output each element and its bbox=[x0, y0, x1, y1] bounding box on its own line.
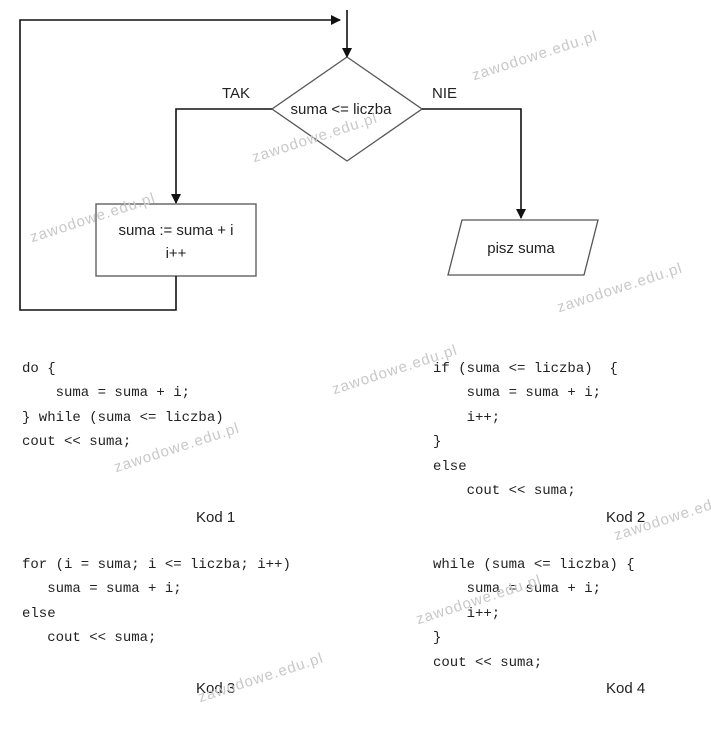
code-3-line: cout << suma; bbox=[22, 630, 157, 647]
code-1-line: cout << suma; bbox=[22, 434, 132, 451]
code-4-line: i++; bbox=[433, 605, 501, 622]
output-parallelogram bbox=[447, 219, 599, 276]
process-line-2: i++ bbox=[166, 245, 187, 262]
no-branch-arrow bbox=[422, 108, 526, 219]
code-1-line: suma = suma + i; bbox=[22, 385, 191, 402]
code-3-line: else bbox=[22, 605, 56, 622]
code-4-line: } bbox=[433, 630, 442, 647]
watermark: zawodowe.edu.pl bbox=[196, 649, 326, 707]
code-4-caption: Kod 4 bbox=[606, 680, 646, 697]
yes-branch-arrow bbox=[171, 108, 272, 204]
code-block-4: while (suma <= liczba) { suma = suma + i… bbox=[433, 553, 635, 675]
code-2-line: } bbox=[433, 434, 442, 451]
decision-diamond bbox=[270, 56, 424, 162]
decision-label: suma <= liczba bbox=[291, 101, 393, 118]
code-2-line: if (suma <= liczba) { bbox=[433, 361, 618, 377]
code-3-line: suma = suma + i; bbox=[22, 581, 182, 598]
code-4-line: cout << suma; bbox=[433, 654, 543, 671]
code-3-caption: Kod 3 bbox=[196, 680, 236, 697]
yes-label: TAK bbox=[222, 85, 250, 102]
code-1-line: } while (suma <= liczba) bbox=[22, 409, 224, 426]
output-label: pisz suma bbox=[487, 240, 555, 257]
no-label: NIE bbox=[432, 85, 457, 102]
code-2-line: i++; bbox=[433, 409, 501, 426]
process-line-1: suma := suma + i bbox=[118, 222, 233, 239]
loop-back-arrow bbox=[19, 15, 341, 311]
code-block-3: for (i = suma; i <= liczba; i++) suma = … bbox=[22, 553, 291, 651]
code-1-caption: Kod 1 bbox=[196, 509, 236, 526]
code-2-line: else bbox=[433, 458, 467, 475]
code-2-caption: Kod 2 bbox=[606, 509, 646, 526]
code-block-2: if (suma <= liczba) { suma = suma + i; i… bbox=[433, 357, 618, 503]
code-2-line: suma = suma + i; bbox=[433, 385, 602, 402]
process-box bbox=[95, 203, 257, 277]
flowchart: suma <= liczba TAK NIE suma := suma + i … bbox=[19, 10, 599, 311]
code-1-line: do { bbox=[22, 361, 56, 377]
code-2-line: cout << suma; bbox=[433, 483, 576, 500]
code-block-1: do { suma = suma + i; } while (suma <= l… bbox=[22, 357, 224, 455]
code-3-line: for (i = suma; i <= liczba; i++) bbox=[22, 557, 291, 573]
code-4-line: suma = suma + i; bbox=[433, 581, 602, 598]
code-4-line: while (suma <= liczba) { bbox=[433, 557, 635, 573]
